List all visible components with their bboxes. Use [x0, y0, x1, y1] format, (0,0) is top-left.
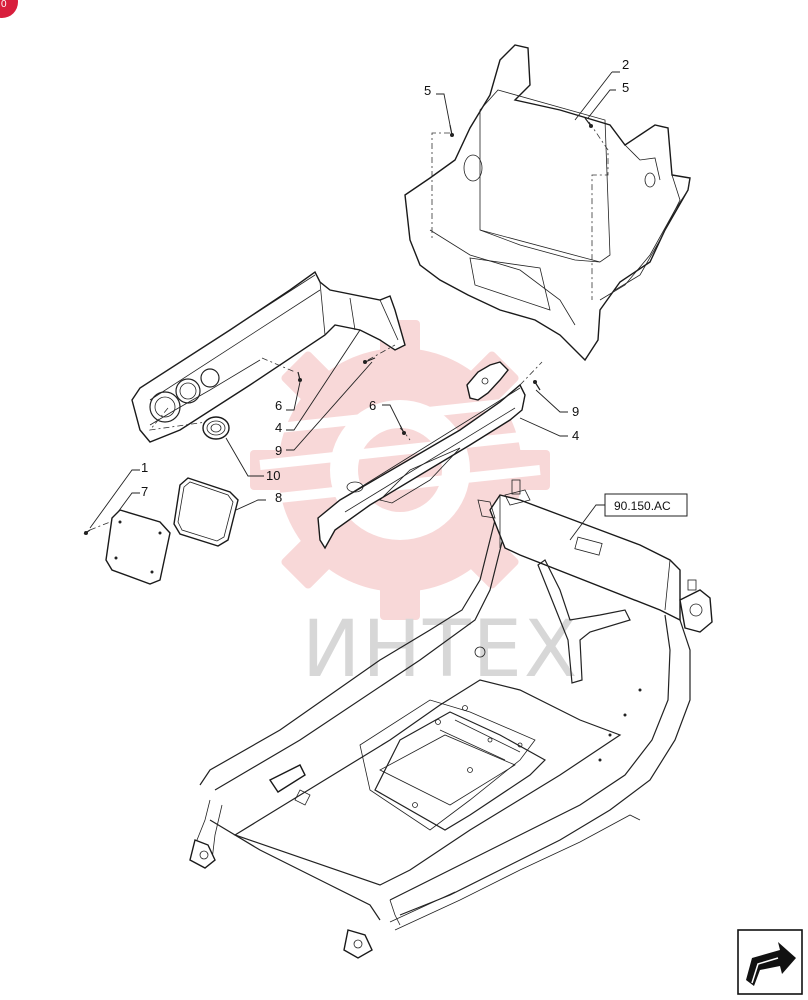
cab-floor-frame	[189, 479, 713, 959]
screw-part-9-left	[363, 357, 376, 364]
callout-leaders	[89, 71, 620, 541]
callout-9-left: 9	[275, 443, 282, 458]
next-page-arrow-icon[interactable]	[737, 929, 803, 995]
reference-box[interactable]: 90.150.AC	[604, 493, 688, 517]
callout-6-center: 6	[369, 398, 376, 413]
right-console-panel	[317, 361, 526, 550]
callout-1: 1	[141, 460, 148, 475]
left-instrument-panel	[131, 270, 406, 443]
screw-part-6-left	[297, 371, 302, 382]
callout-2: 2	[622, 57, 629, 72]
front-right-foot	[343, 929, 373, 959]
callout-labels: 2 5 5 6 4 9 10 6 9 4 1 7 8	[141, 57, 629, 505]
screw-part-9-right	[533, 380, 541, 391]
round-vent-part-10	[202, 416, 230, 440]
screw-part-5-right	[584, 117, 593, 128]
svg-text:0: 0	[1, 0, 7, 10]
rear-right-mount	[679, 579, 713, 633]
callout-6-left: 6	[275, 398, 282, 413]
watermark-text: ИНТЕХ	[302, 605, 579, 695]
callout-3: 4	[275, 420, 282, 435]
callout-10: 10	[266, 468, 280, 483]
gasket-part-8	[173, 477, 239, 547]
screw-part-6-center	[399, 424, 406, 435]
callout-5-left: 5	[424, 83, 431, 98]
cover-plate-part-7	[105, 509, 171, 585]
front-left-foot	[189, 839, 216, 869]
screw-part-1	[83, 529, 91, 535]
callout-4: 4	[572, 428, 579, 443]
corner-badge-icon: 0	[0, 0, 18, 18]
rear-left-mount	[477, 479, 531, 519]
callout-9-right: 9	[572, 404, 579, 419]
screw-part-5-left	[449, 124, 454, 137]
rear-trim-panel	[404, 44, 691, 362]
callout-5-right: 5	[622, 80, 629, 95]
reference-box-label: 90.150.AC	[614, 499, 671, 513]
callout-8: 8	[275, 490, 282, 505]
callout-7: 7	[141, 484, 148, 499]
